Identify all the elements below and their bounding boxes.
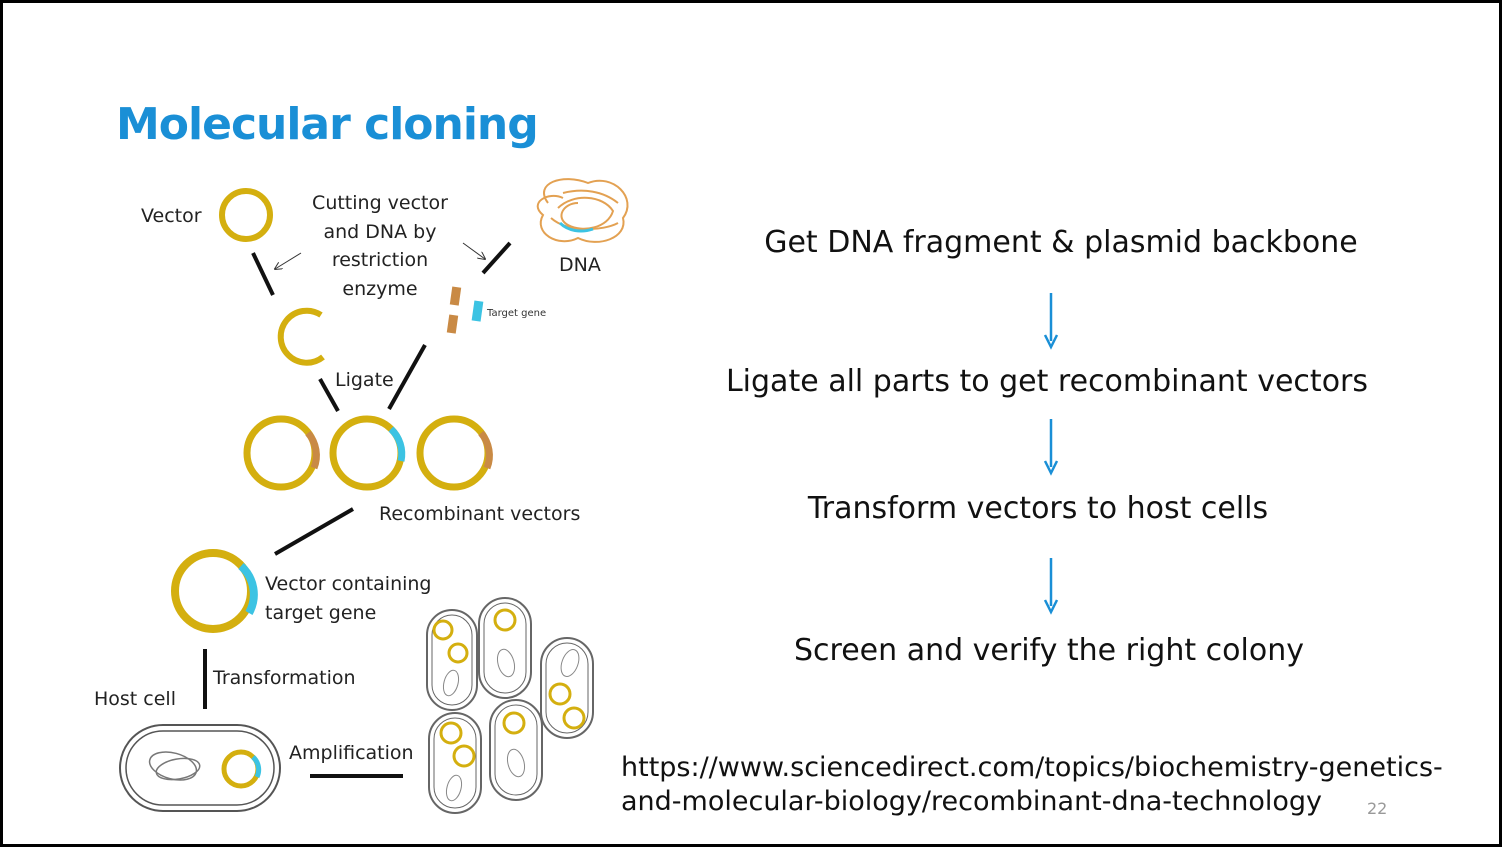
cutting-label-1: Cutting vector <box>312 192 448 214</box>
step-4: Screen and verify the right colony <box>794 633 1304 668</box>
target-gene-label: Target gene <box>486 308 546 319</box>
amplified-cells <box>426 597 594 814</box>
reference-line-2[interactable]: and-molecular-biology/recombinant-dna-te… <box>621 786 1322 817</box>
dna-label: DNA <box>559 254 601 276</box>
dna-fragments <box>446 286 484 334</box>
vector-plasmid <box>219 188 273 242</box>
cut-arrow-left <box>275 252 302 269</box>
ligate-label: Ligate <box>335 369 394 391</box>
arrow-down-icon <box>1043 558 1059 615</box>
recombinant-line <box>274 507 354 556</box>
dna-cut-line <box>481 241 512 275</box>
step-3: Transform vectors to host cells <box>807 491 1269 526</box>
amplification-label: Amplification <box>289 742 414 764</box>
vector-cut-line <box>251 252 275 296</box>
step-1: Get DNA fragment & plasmid backbone <box>764 225 1358 260</box>
page-number: 22 <box>1367 799 1388 818</box>
step-2: Ligate all parts to get recombinant vect… <box>725 364 1369 399</box>
ligate-line-right <box>387 344 427 410</box>
slide-title: Molecular cloning <box>116 99 539 150</box>
cut-vector <box>277 307 325 366</box>
host-cell <box>119 724 281 812</box>
reference-link[interactable]: https://www.sciencedirect.com/topics/bio… <box>621 751 1443 819</box>
cut-arrow-right <box>462 242 485 259</box>
cloning-diagram: Vector Cutting vector and DNA by restric… <box>94 178 629 814</box>
recombinant-vectors <box>243 415 493 491</box>
vector-with-gene <box>171 549 255 633</box>
recombinant-label: Recombinant vectors <box>379 503 580 525</box>
vector-gene-segment <box>238 563 258 615</box>
vector-containing-label-2: target gene <box>265 602 376 624</box>
arrow-down-icon <box>1043 293 1059 350</box>
cutting-label-4: enzyme <box>342 278 417 300</box>
ligate-line-left <box>318 378 340 412</box>
cutting-label-3: restriction <box>332 249 428 271</box>
dna-tangle <box>536 178 629 243</box>
transformation-label: Transformation <box>212 667 356 689</box>
slide: Molecular cloning Vector Cutting vector … <box>3 3 1499 844</box>
reference-line-1[interactable]: https://www.sciencedirect.com/topics/bio… <box>621 752 1443 783</box>
cutting-label-2: and DNA by <box>324 221 437 243</box>
vector-label: Vector <box>141 205 202 227</box>
host-cell-label: Host cell <box>94 688 176 710</box>
vector-containing-label-1: Vector containing <box>265 573 432 595</box>
arrow-down-icon <box>1043 419 1059 476</box>
